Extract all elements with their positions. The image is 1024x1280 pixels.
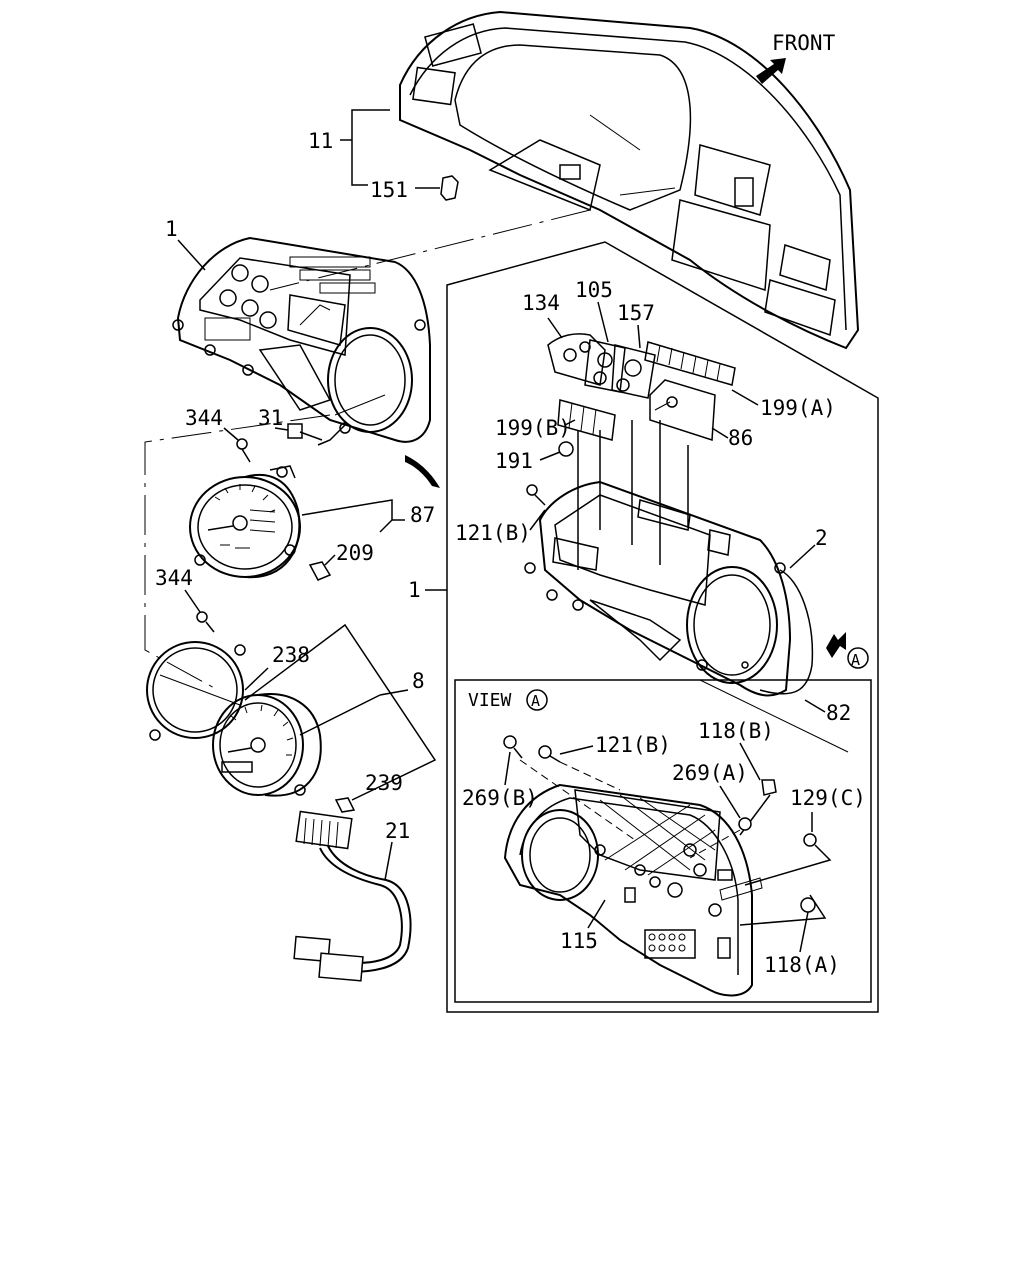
wiring-harness-21: 21 (293, 810, 412, 982)
label-269a: 269(A) (672, 761, 748, 785)
label-191: 191 (495, 449, 533, 473)
front-arrow: FRONT (756, 31, 836, 84)
label-2: 2 (815, 526, 828, 550)
label-118b: 118(B) (698, 719, 774, 743)
label-115: 115 (560, 929, 598, 953)
label-239: 239 (365, 771, 403, 795)
label-209: 209 (336, 541, 374, 565)
speedometer-unit: 87 209 (189, 465, 435, 581)
gauge-faces: 134 105 157 199(A) 199(B) 86 (495, 278, 836, 450)
label-134: 134 (522, 291, 560, 315)
label-199a: 199(A) (760, 396, 836, 420)
marker-a-letter: A (851, 651, 860, 669)
screws-344-31: 344 31 (185, 406, 346, 463)
front-label: FRONT (772, 31, 836, 55)
assembly-dash-outline (144, 414, 331, 691)
label-238: 238 (272, 643, 310, 667)
label-269b: 269(B) (462, 786, 538, 810)
label-121b-view: 121(B) (595, 733, 671, 757)
dashboard-panel (399, 10, 860, 350)
label-31: 31 (258, 406, 283, 430)
label-11: 11 (308, 129, 333, 153)
label-1-mid: 1 (408, 578, 421, 602)
label-199b: 199(B) (495, 416, 571, 440)
cluster-case-2: 2 82 (524, 480, 851, 753)
label-129c: 129(C) (790, 786, 866, 810)
view-label: VIEW (468, 690, 512, 711)
circuit-board-115: 115 (503, 783, 753, 997)
label-151: 151 (370, 178, 408, 202)
label-118a: 118(A) (764, 953, 840, 977)
clip-151 (440, 175, 459, 201)
label-1-top: 1 (165, 217, 178, 241)
label-86: 86 (728, 426, 753, 450)
view-marker-letter: A (531, 692, 540, 710)
label-157: 157 (617, 301, 655, 325)
label-87: 87 (410, 503, 435, 527)
tachometer-unit: 344 238 8 239 (146, 566, 437, 813)
callout-11-bracket: 11 151 (308, 109, 459, 202)
label-21: 21 (385, 819, 410, 843)
label-105: 105 (575, 278, 613, 302)
cluster-assembly-top: 1 (165, 217, 431, 443)
label-344-top: 344 (185, 406, 223, 430)
view-a-screws: 269(B) 121(B) 118(B) 269(A) 129(C) 118(A… (462, 719, 866, 977)
label-121b-top: 121(B) (455, 521, 531, 545)
guide-line (269, 209, 591, 291)
label-8: 8 (412, 669, 425, 693)
label-344-mid: 344 (155, 566, 193, 590)
exploded-view-frame (446, 241, 879, 1013)
label-82: 82 (826, 701, 851, 725)
hook-arrow (405, 455, 440, 488)
view-a-title: VIEW A (468, 689, 548, 711)
view-a-frame (454, 679, 872, 1003)
bulb-screw-191-121: 191 121(B) (455, 441, 574, 545)
view-a-arrow: A (826, 632, 869, 669)
